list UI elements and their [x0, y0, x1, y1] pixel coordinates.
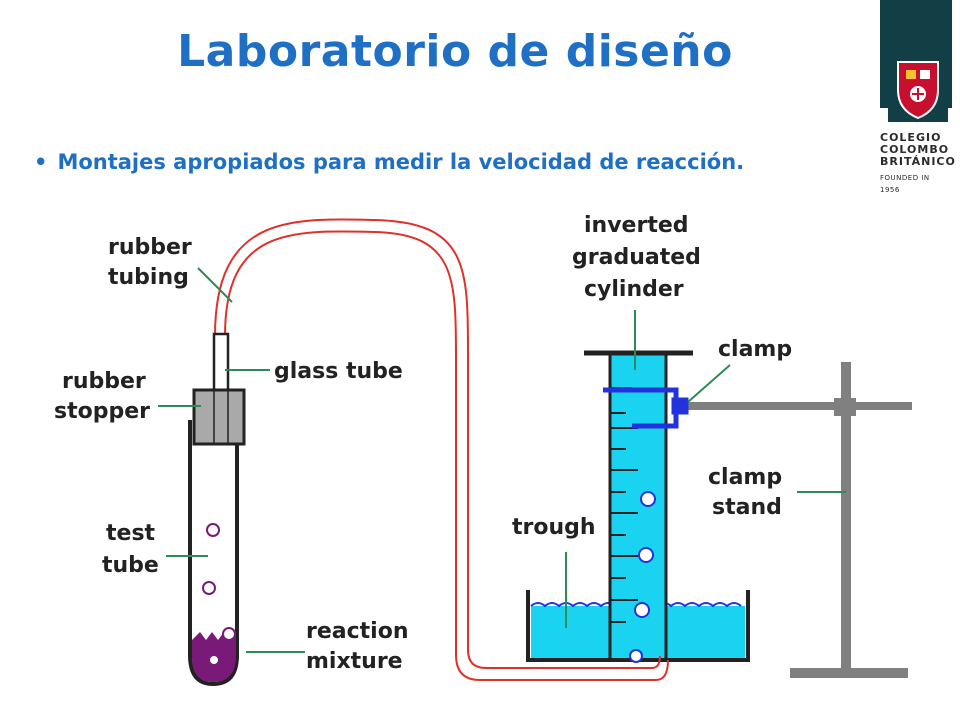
label-reaction-mixture: reaction mixture — [306, 619, 416, 674]
logo-line-colegio: COLEGIO — [880, 131, 942, 144]
bullet-dot-icon: • — [34, 150, 48, 174]
clamp-stand — [680, 362, 912, 678]
bullet-text: Montajes apropiados para medir la veloci… — [57, 150, 745, 174]
logo-line-britanico: BRITÁNICO — [880, 155, 956, 168]
rubber-stopper — [192, 388, 246, 446]
label-clamp: clamp — [718, 337, 792, 362]
label-inverted-graduated-cylinder: inverted graduated cylinder — [572, 213, 709, 302]
label-rubber-tubing: rubber tubing — [108, 235, 199, 290]
label-glass-tube: glass tube — [274, 359, 403, 384]
rubber-tubing — [214, 218, 669, 681]
label-clamp-stand: clamp stand — [708, 465, 790, 520]
inverted-graduated-cylinder — [584, 350, 693, 663]
label-test-tube: test tube — [102, 521, 163, 578]
leader-lines — [158, 267, 846, 653]
bullet-item: • Montajes apropiados para medir la veloc… — [34, 150, 744, 174]
label-trough: trough — [512, 515, 596, 540]
label-rubber-stopper: rubber stopper — [54, 369, 153, 424]
clamp — [603, 387, 689, 429]
school-crest-icon — [888, 56, 948, 122]
logo-founded: FOUNDED IN 1956 — [880, 174, 930, 194]
school-logo: COLEGIO COLOMBO BRITÁNICO FOUNDED IN 195… — [880, 131, 956, 196]
logo-line-colombo: COLOMBO — [880, 143, 950, 156]
test-tube — [188, 420, 239, 687]
slide-title: Laboratorio de diseño — [177, 26, 733, 77]
